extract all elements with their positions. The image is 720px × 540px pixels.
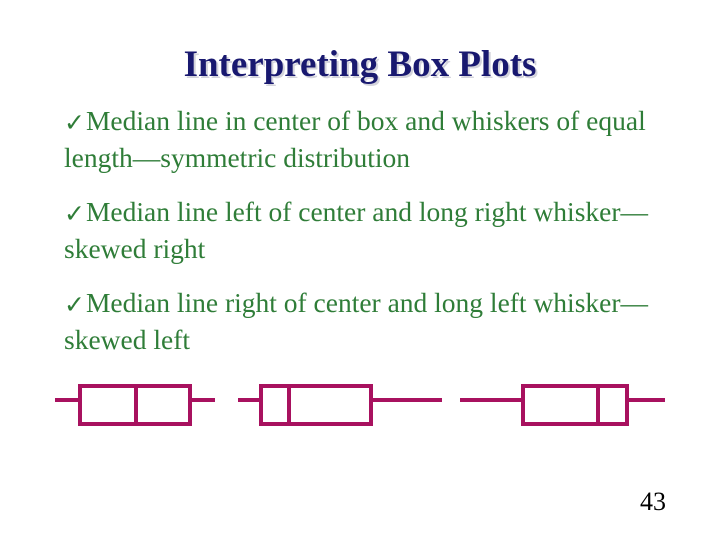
bullet-item-symmetric: ✓Median line in center of box and whiske…: [64, 103, 692, 175]
box-iqr: [521, 384, 629, 426]
bullet-item-skewed-left: ✓Median line right of center and long le…: [64, 285, 692, 357]
page-number: 43: [640, 487, 666, 516]
bullet-list: ✓Median line in center of box and whiske…: [64, 103, 692, 357]
page-title: Interpreting Box Plots: [183, 44, 537, 85]
bullet-item-text: Median line in center of box and whisker…: [64, 105, 646, 173]
box-plot-skewed-left: [460, 384, 665, 426]
bullet-item-text: Median line right of center and long lef…: [64, 287, 649, 355]
check-mark-icon: ✓: [64, 108, 85, 137]
check-mark-icon: ✓: [64, 290, 85, 319]
box-plot-skewed-right: [238, 384, 442, 426]
check-mark-icon: ✓: [64, 199, 85, 228]
box-plot-diagram: [55, 384, 665, 426]
box-plot-symmetric: [55, 384, 215, 426]
box-plot-figure-group: [0, 368, 720, 438]
box-iqr: [259, 384, 373, 426]
bullet-item-text: Median line left of center and long righ…: [64, 196, 649, 264]
bullet-item-skewed-right: ✓Median line left of center and long rig…: [64, 194, 692, 266]
